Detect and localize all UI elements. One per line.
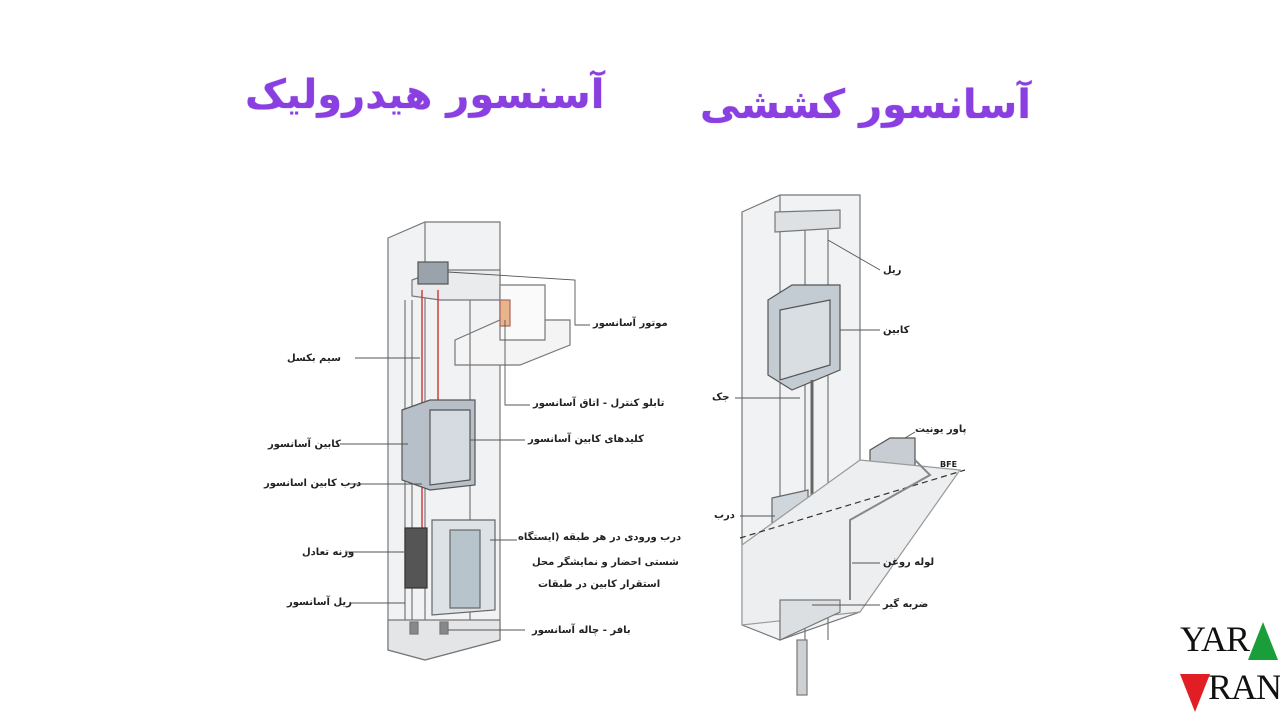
label-hyd-cabin: کابین [883,325,910,336]
label-counterweight: وزنه تعادل [302,547,355,558]
label-rail: ریل آسانسور [287,597,352,608]
label-hyd-power-unit: پاور یونیت [915,424,967,435]
logo-text-top: YAR [1180,619,1250,659]
label-hyd-rail: ریل [883,265,902,276]
label-landing-door-2: شستی احضار و نمایشگر محل [532,557,679,568]
hydraulic-shaft [739,194,966,696]
label-cabin-buttons: کلیدهای کابین آسانسور [528,434,644,445]
logo-text-bottom: RAN [1208,667,1280,707]
label-control-panel: تابلو کنترل - اتاق آسانسور [533,398,665,409]
label-cabin: کابین آسانسور [268,439,341,450]
label-motor: موتور آسانسور [593,318,668,329]
label-landing-door: درب ورودی در هر طبقه (ایستگاه [518,532,682,543]
label-hyd-bfe: BFE [940,460,958,469]
label-hyd-shock-absorber: ضربه گیر [883,599,929,610]
yaran-logo: YAR RAN [1178,618,1280,718]
traction-shaft [387,221,571,661]
hydraulic-elevator-title: آسنسور هیدرولیک [245,72,605,118]
label-rope: سیم بکسل [287,353,341,364]
label-landing-door-3: استقرار کابین در طبقات [538,579,661,590]
label-cabin-door: درب کابین اسانسور [264,478,362,489]
logo-arrows [1180,622,1278,712]
up-arrow-icon [1248,622,1278,660]
motor-shape [417,261,449,285]
label-hyd-jack: جک [712,392,730,403]
label-hyd-door: درب [714,510,735,521]
down-arrow-icon [1180,674,1210,712]
label-hyd-oil-pipe: لوله روغن [883,557,935,568]
label-buffer: بافر - چاله آسانسور [532,625,631,636]
traction-elevator-title: آسانسور کششی [700,82,1031,128]
